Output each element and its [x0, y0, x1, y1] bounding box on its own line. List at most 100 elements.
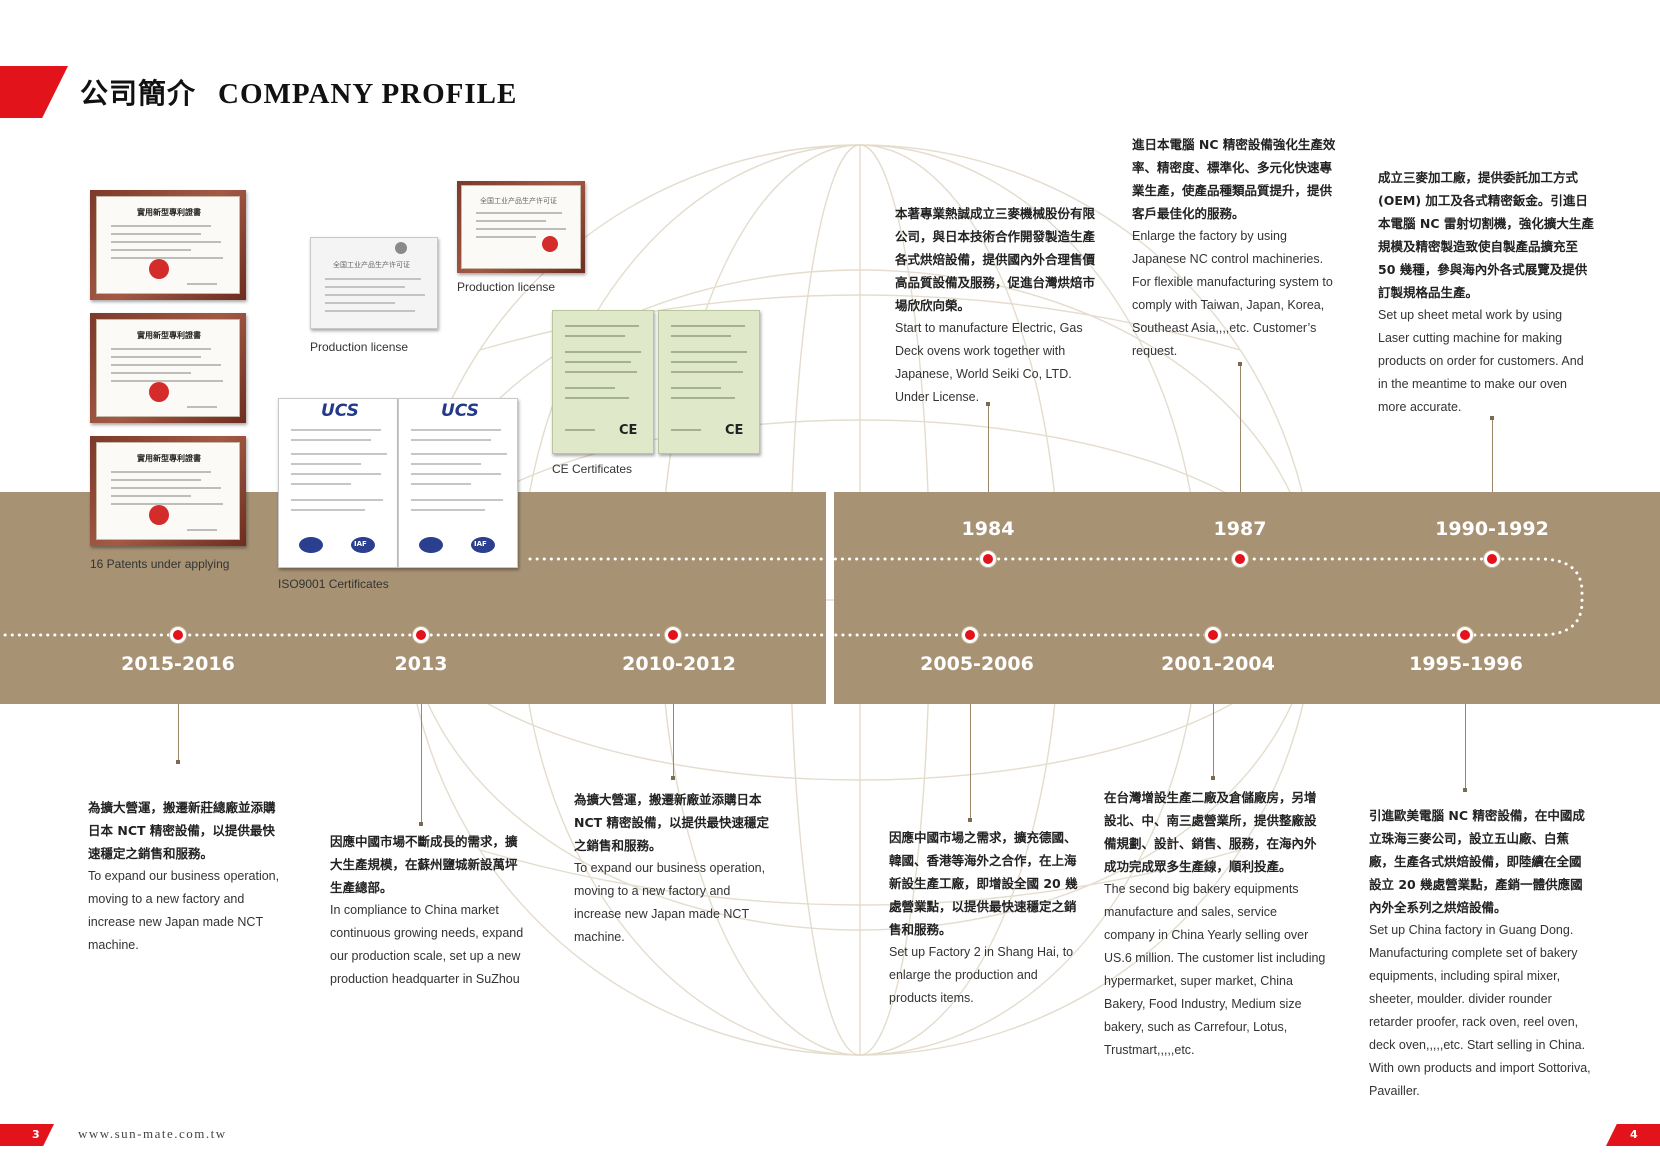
page-title: 公司簡介 COMPANY PROFILE: [80, 72, 517, 112]
timeline-dot: [1457, 627, 1473, 643]
patent-cert-title: 實用新型專利證書: [137, 331, 201, 340]
connector-tick: [671, 776, 675, 780]
timeline-band-right: [834, 492, 1660, 704]
connector-tick: [986, 402, 990, 406]
event-1990-1992-zh: 成立三麥加工廠，提供委託加工方式 (OEM) 加工及各式精密鈑金。引進日本電腦 …: [1378, 170, 1594, 300]
event-2010-2012-text: 為擴大營運，搬遷新廠並添購日本 NCT 精密設備，以提供最快速穩定之銷售和服務。…: [574, 788, 770, 949]
timeline-dot: [170, 627, 186, 643]
ce-certificate: CE: [658, 310, 760, 454]
website-url[interactable]: www.sun-mate.com.tw: [78, 1126, 227, 1141]
event-2013-text: 因應中國市場不斷成長的需求，擴大生產規模，在蘇州鹽城新設萬坪生產總部。 In c…: [330, 830, 526, 991]
iaf-badge-icon: [351, 537, 375, 553]
connector-line: [421, 704, 422, 824]
red-seal-icon: [149, 382, 169, 402]
page-number-right: 4: [1630, 1128, 1638, 1141]
page-number-right-tab: 4: [1606, 1124, 1660, 1146]
production-license-caption-1: Production license: [310, 340, 409, 354]
emblem-icon: [395, 242, 407, 254]
iaf-mark: IAF: [354, 540, 367, 548]
connector-line: [1213, 704, 1214, 778]
connector-line: [178, 704, 179, 762]
event-2005-2006-en: Set up Factory 2 in Shang Hai, to enlarg…: [889, 945, 1074, 1005]
event-1987-text: 進日本電腦 NC 精密設備強化生產效率、精密度、標準化、多元化快速專業生產，使產…: [1132, 133, 1338, 363]
event-2015-2016-en: To expand our business operation, moving…: [88, 869, 280, 952]
patents-caption: 16 Patents under applying: [90, 557, 230, 571]
production-cert-title: 全国工业产品生产许可证: [333, 262, 410, 269]
connector-line: [1465, 704, 1466, 790]
connector-tick: [1463, 788, 1467, 792]
connector-tick: [968, 818, 972, 822]
event-2005-2006-zh: 因應中國市場之需求，擴充德國、韓國、香港等海外之合作，在上海新設生產工廠，即增設…: [889, 830, 1078, 937]
event-1995-1996-zh: 引進歐美電腦 NC 精密設備，在中國成立珠海三麥公司，設立五山廠、白蕉廠，生產各…: [1369, 808, 1585, 915]
page-title-zh: 公司簡介: [80, 77, 197, 110]
connector-tick: [176, 760, 180, 764]
patent-cert-title: 實用新型專利證書: [137, 208, 201, 217]
event-2001-2004-en: The second big bakery equipments manufac…: [1104, 882, 1326, 1057]
red-seal-icon: [542, 236, 558, 252]
event-1995-1996-text: 引進歐美電腦 NC 精密設備，在中國成立珠海三麥公司，設立五山廠、白蕉廠，生產各…: [1369, 804, 1593, 1103]
event-2001-2004-text: 在台灣增設生產二廠及倉儲廠房，另增設北、中、南三處營業所，提供整廠設備規劃、設計…: [1104, 786, 1328, 1062]
event-2013-zh: 因應中國市場不斷成長的需求，擴大生產規模，在蘇州鹽城新設萬坪生產總部。: [330, 834, 518, 895]
patent-cert-title: 實用新型專利證書: [137, 454, 201, 463]
year-2015-2016: 2015-2016: [121, 653, 235, 675]
event-2010-2012-zh: 為擴大營運，搬遷新廠並添購日本 NCT 精密設備，以提供最快速穩定之銷售和服務。: [574, 792, 770, 853]
connector-line: [988, 404, 989, 492]
year-2001-2004: 2001-2004: [1161, 653, 1275, 675]
year-1987: 1987: [1213, 518, 1267, 540]
connector-line: [1240, 364, 1241, 492]
connector-line: [673, 704, 674, 778]
ucs-logo: UCS: [321, 401, 359, 421]
year-2005-2006: 2005-2006: [920, 653, 1034, 675]
production-license-caption-2: Production license: [457, 280, 556, 294]
event-1984-zh: 本著專業熱誠成立三麥機械股份有限公司，與日本技術合作開發製造生產各式烘焙設備，提…: [895, 206, 1096, 313]
year-2010-2012: 2010-2012: [622, 653, 736, 675]
event-1984-en: Start to manufacture Electric, Gas Deck …: [895, 321, 1083, 404]
event-1990-1992-en: Set up sheet metal work by using Laser c…: [1378, 308, 1584, 414]
year-1984: 1984: [961, 518, 1015, 540]
patent-certificate: 實用新型專利證書: [90, 190, 246, 300]
iso-caption: ISO9001 Certificates: [278, 577, 389, 591]
connector-tick: [1490, 416, 1494, 420]
ucs-logo: UCS: [441, 401, 479, 421]
patent-certificate: 實用新型專利證書: [90, 436, 246, 546]
ucs-badge-icon: [299, 537, 323, 553]
year-1995-1996: 1995-1996: [1409, 653, 1523, 675]
production-license-certificate: 全国工业产品生产许可证: [310, 237, 438, 329]
production-license-certificate: 全国工业产品生产许可证: [457, 181, 585, 273]
event-1984-text: 本著專業熱誠成立三麥機械股份有限公司，與日本技術合作開發製造生產各式烘焙設備，提…: [895, 202, 1101, 409]
ce-mark-icon: CE: [725, 423, 744, 438]
year-2013: 2013: [394, 653, 448, 675]
header-red-flag: [0, 66, 68, 118]
iaf-mark: IAF: [474, 540, 487, 548]
ce-caption: CE Certificates: [552, 462, 633, 476]
timeline-dot: [1205, 627, 1221, 643]
red-seal-icon: [149, 259, 169, 279]
iso-certificate: UCS IAF: [398, 398, 518, 568]
connector-tick: [419, 822, 423, 826]
ucs-badge-icon: [419, 537, 443, 553]
event-2010-2012-en: To expand our business operation, moving…: [574, 861, 766, 944]
event-2015-2016-text: 為擴大營運，搬遷新莊總廠並添購日本 NCT 精密設備，以提供最快速穩定之銷售和服…: [88, 796, 284, 957]
event-1995-1996-en: Set up China factory in Guang Dong. Manu…: [1369, 923, 1591, 1098]
event-1987-en: Enlarge the factory by using Japanese NC…: [1132, 229, 1333, 358]
timeline-dot: [413, 627, 429, 643]
year-1990-1992: 1990-1992: [1435, 518, 1549, 540]
event-2015-2016-zh: 為擴大營運，搬遷新莊總廠並添購日本 NCT 精密設備，以提供最快速穩定之銷售和服…: [88, 800, 276, 861]
timeline-dot: [665, 627, 681, 643]
event-1987-zh: 進日本電腦 NC 精密設備強化生產效率、精密度、標準化、多元化快速專業生產，使產…: [1132, 137, 1336, 221]
page-number-left: 3: [32, 1128, 40, 1141]
event-2001-2004-zh: 在台灣增設生產二廠及倉儲廠房，另增設北、中、南三處營業所，提供整廠設備規劃、設計…: [1104, 790, 1317, 874]
page-number-left-tab: 3: [0, 1124, 54, 1146]
event-2005-2006-text: 因應中國市場之需求，擴充德國、韓國、香港等海外之合作，在上海新設生產工廠，即增設…: [889, 826, 1085, 1010]
timeline-dot: [1484, 551, 1500, 567]
connector-tick: [1238, 362, 1242, 366]
ce-mark-icon: CE: [619, 423, 638, 438]
connector-line: [970, 704, 971, 820]
red-seal-icon: [149, 505, 169, 525]
connector-line: [1492, 418, 1493, 492]
timeline-dot: [1232, 551, 1248, 567]
timeline-dot: [980, 551, 996, 567]
patent-certificate: 實用新型專利證書: [90, 313, 246, 423]
page-title-en: COMPANY PROFILE: [218, 78, 518, 110]
connector-tick: [1211, 776, 1215, 780]
